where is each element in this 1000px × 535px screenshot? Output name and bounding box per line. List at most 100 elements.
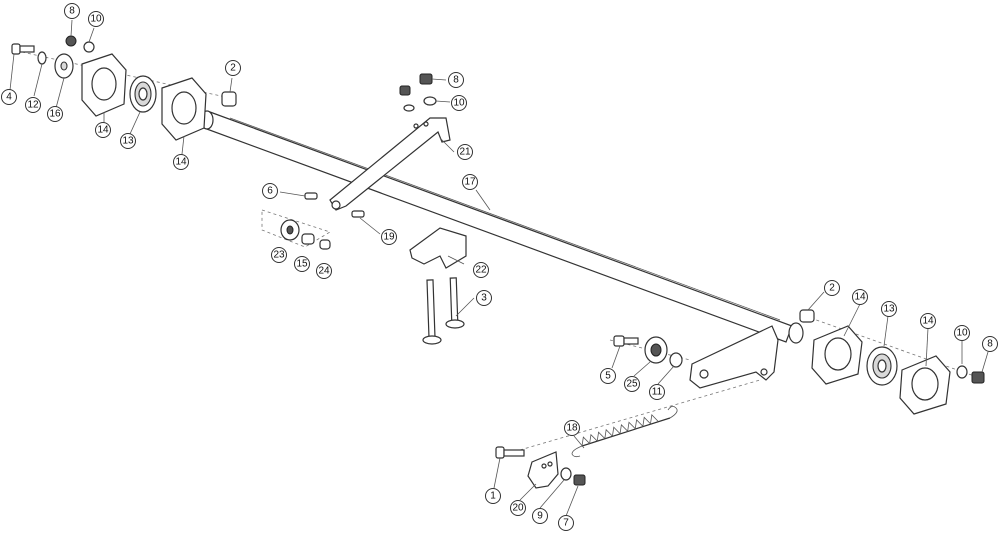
washer-12 xyxy=(37,51,47,65)
bolts-3 xyxy=(422,277,465,345)
callout-2: 2 xyxy=(824,280,840,296)
svg-text:2: 2 xyxy=(230,63,236,74)
leader-lines xyxy=(9,19,989,517)
svg-text:8: 8 xyxy=(69,6,75,17)
left-bearing-assembly xyxy=(11,35,237,141)
pin-2-right xyxy=(799,309,815,323)
callout-18: 18 xyxy=(564,420,580,436)
washer-11 xyxy=(669,352,683,368)
svg-text:8: 8 xyxy=(987,339,993,350)
callout-8: 8 xyxy=(64,3,80,19)
flange-14-left-inner xyxy=(161,77,207,141)
svg-text:7: 7 xyxy=(563,518,569,529)
bolt-1 xyxy=(495,446,525,459)
callout-10: 10 xyxy=(88,11,104,27)
nut-upper-left xyxy=(399,85,415,112)
svg-text:22: 22 xyxy=(475,265,487,276)
bushing-24 xyxy=(319,239,331,250)
callout-3: 3 xyxy=(476,290,492,306)
washer-10-top xyxy=(83,41,95,53)
washer-10-right xyxy=(956,365,968,379)
screw-6 xyxy=(304,192,318,200)
callout-11: 11 xyxy=(649,384,665,400)
nut-7 xyxy=(573,474,586,486)
nut-8-right xyxy=(971,371,985,384)
svg-text:16: 16 xyxy=(49,109,61,120)
callout-20: 20 xyxy=(510,500,526,516)
callout-25: 25 xyxy=(624,376,640,392)
svg-text:15: 15 xyxy=(296,259,308,270)
callout-16: 16 xyxy=(47,106,63,122)
bearing-13-right xyxy=(866,346,898,386)
svg-text:11: 11 xyxy=(652,387,663,398)
lever-arm xyxy=(689,325,779,389)
svg-text:5: 5 xyxy=(605,371,611,382)
svg-text:9: 9 xyxy=(537,511,543,522)
callout-15: 15 xyxy=(294,256,310,272)
callout-14: 14 xyxy=(920,313,936,329)
callout-14: 14 xyxy=(173,154,189,170)
svg-text:23: 23 xyxy=(273,250,285,261)
svg-text:4: 4 xyxy=(6,92,12,103)
svg-text:10: 10 xyxy=(956,328,968,339)
callout-23: 23 xyxy=(271,247,287,263)
callout-1: 1 xyxy=(485,488,501,504)
bearing-13-left xyxy=(129,75,157,113)
bearing-23 xyxy=(280,219,300,241)
svg-text:13: 13 xyxy=(122,136,134,147)
svg-text:14: 14 xyxy=(854,292,866,303)
nut-8-top xyxy=(65,35,77,47)
washer-9 xyxy=(560,467,572,481)
svg-text:13: 13 xyxy=(883,304,895,315)
bolt-4 xyxy=(11,43,35,55)
callout-2: 2 xyxy=(225,60,241,76)
flange-14-right-outer xyxy=(899,355,951,415)
arm-21 xyxy=(329,117,451,211)
callout-14: 14 xyxy=(95,122,111,138)
svg-text:24: 24 xyxy=(318,266,330,277)
svg-text:20: 20 xyxy=(512,503,524,514)
svg-text:17: 17 xyxy=(464,177,476,188)
screw-19 xyxy=(351,210,365,218)
bolt-5 xyxy=(613,335,639,347)
svg-text:12: 12 xyxy=(27,100,39,111)
callout-13: 13 xyxy=(881,301,897,317)
bracket-20 xyxy=(527,451,559,489)
svg-text:2: 2 xyxy=(829,283,835,294)
callout-4: 4 xyxy=(1,89,17,105)
svg-text:3: 3 xyxy=(481,293,487,304)
washer-10-mid xyxy=(423,96,437,106)
callout-13: 13 xyxy=(120,133,136,149)
callout-7: 7 xyxy=(558,515,574,531)
callout-17: 17 xyxy=(462,174,478,190)
svg-text:10: 10 xyxy=(453,98,465,109)
pin-2-left xyxy=(221,91,237,107)
svg-text:18: 18 xyxy=(566,423,578,434)
svg-text:6: 6 xyxy=(267,186,273,197)
callout-12: 12 xyxy=(25,97,41,113)
nut-8-mid xyxy=(419,73,433,85)
svg-text:19: 19 xyxy=(383,232,395,243)
callout-19: 19 xyxy=(381,229,397,245)
svg-text:14: 14 xyxy=(97,125,109,136)
callout-6: 6 xyxy=(262,183,278,199)
callout-10: 10 xyxy=(954,325,970,341)
svg-text:1: 1 xyxy=(490,491,496,502)
flange-14-left-outer xyxy=(81,53,127,117)
spring-18 xyxy=(571,406,678,458)
svg-text:25: 25 xyxy=(626,379,638,390)
callout-8: 8 xyxy=(448,72,464,88)
svg-text:21: 21 xyxy=(459,147,471,158)
svg-text:14: 14 xyxy=(175,157,187,168)
callout-14: 14 xyxy=(852,289,868,305)
flange-14-right-inner xyxy=(811,325,863,385)
right-bearing-assembly xyxy=(799,309,985,415)
svg-text:10: 10 xyxy=(90,14,102,25)
bushing-15 xyxy=(301,233,315,245)
washer-16 xyxy=(54,53,74,79)
callout-8: 8 xyxy=(982,336,998,352)
callout-22: 22 xyxy=(473,262,489,278)
callout-9: 9 xyxy=(532,508,548,524)
svg-text:14: 14 xyxy=(922,316,934,327)
